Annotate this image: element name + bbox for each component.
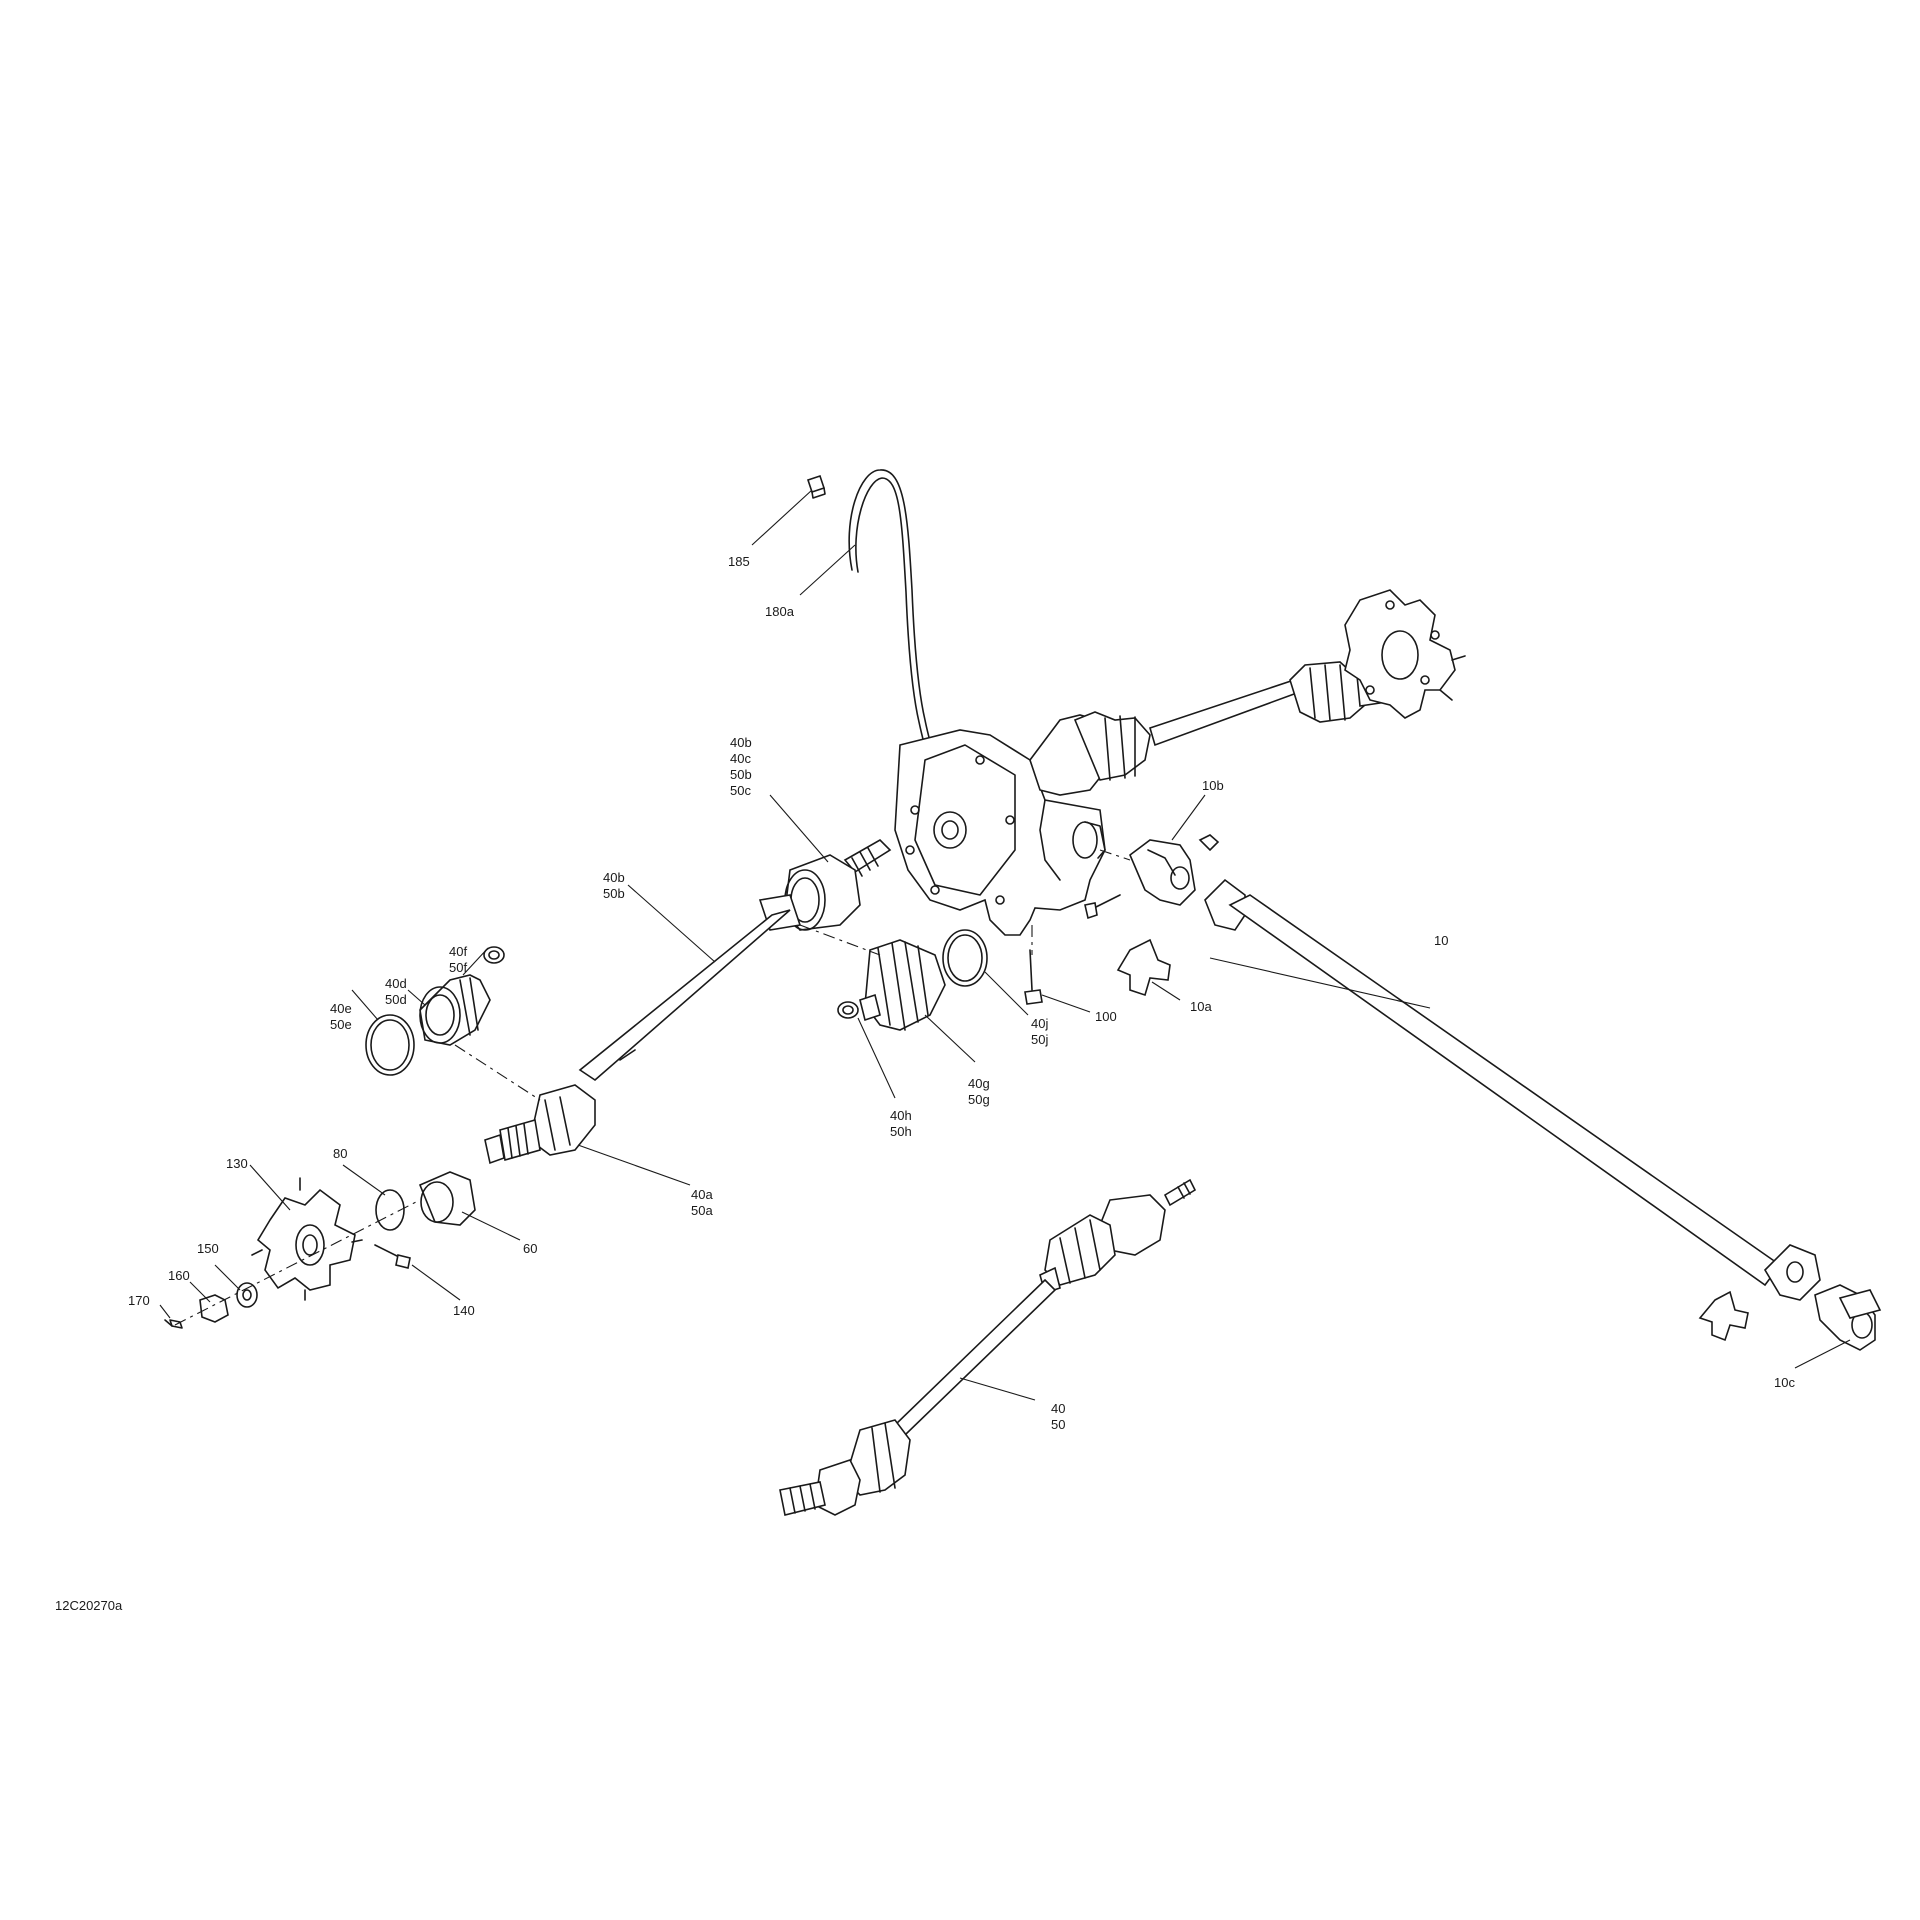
hose-clip-part bbox=[806, 474, 826, 499]
inner-cv-boot-40g bbox=[859, 939, 946, 1031]
callout-10c: 10c bbox=[1774, 1375, 1795, 1390]
callout-50g: 50g bbox=[968, 1092, 990, 1107]
callout-50b: 50b bbox=[730, 767, 752, 782]
callout-10b: 10b bbox=[1202, 778, 1224, 793]
right-wheel-hub bbox=[1344, 589, 1466, 719]
yoke-10b bbox=[1129, 839, 1196, 906]
leader-lines bbox=[159, 489, 1851, 1401]
centerline-propshaft bbox=[1099, 849, 1131, 861]
callout-130: 130 bbox=[226, 1156, 248, 1171]
u-joint-cross-rear bbox=[1698, 1290, 1749, 1342]
outer-cv-boot-40d bbox=[419, 974, 491, 1046]
diagram-code: 12C20270a bbox=[55, 1598, 123, 1613]
centerline-boot-inner bbox=[799, 924, 881, 956]
bearing-60 bbox=[418, 1171, 476, 1226]
callout-50b-shaft: 50b bbox=[603, 886, 625, 901]
left-drive-shaft bbox=[484, 839, 892, 1165]
callout-40h: 40h bbox=[890, 1108, 912, 1123]
callout-100: 100 bbox=[1095, 1009, 1117, 1024]
callout-40j: 40j bbox=[1031, 1016, 1048, 1031]
callout-10: 10 bbox=[1434, 933, 1448, 948]
clamp-40j bbox=[942, 929, 988, 987]
retaining-ring-80 bbox=[375, 1189, 405, 1231]
callout-180a: 180a bbox=[765, 604, 795, 619]
u-joint-cross-10a bbox=[1116, 938, 1171, 997]
callout-140: 140 bbox=[453, 1303, 475, 1318]
callout-80: 80 bbox=[333, 1146, 347, 1161]
bolt-10b bbox=[1198, 834, 1220, 852]
callout-185: 185 bbox=[728, 554, 750, 569]
callout-50f: 50f bbox=[449, 960, 467, 975]
callout-10a: 10a bbox=[1190, 999, 1212, 1014]
callout-40b: 40b bbox=[730, 735, 752, 750]
bolt-100 bbox=[1024, 949, 1043, 1005]
callout-40f: 40f bbox=[449, 944, 467, 959]
callout-170: 170 bbox=[128, 1293, 150, 1308]
wheel-stud-140 bbox=[374, 1244, 411, 1269]
callout-40: 40 bbox=[1051, 1401, 1065, 1416]
callout-50c: 50c bbox=[730, 783, 751, 798]
complete-drive-shaft bbox=[779, 1178, 1197, 1516]
callout-40g: 40g bbox=[968, 1076, 990, 1091]
clamp-40f bbox=[483, 946, 505, 964]
callout-40c: 40c bbox=[730, 751, 751, 766]
callout-50: 50 bbox=[1051, 1417, 1065, 1432]
centerline-hub bbox=[174, 1199, 421, 1326]
bolt-100-upper bbox=[1084, 894, 1121, 920]
callout-40a: 40a bbox=[691, 1187, 713, 1202]
washer-150 bbox=[236, 1282, 258, 1308]
callout-50a: 50a bbox=[691, 1203, 713, 1218]
callout-40d: 40d bbox=[385, 976, 407, 991]
yoke-10c bbox=[1814, 1284, 1882, 1351]
callout-50e: 50e bbox=[330, 1017, 352, 1032]
callout-50h: 50h bbox=[890, 1124, 912, 1139]
cotter-pin-170 bbox=[164, 1319, 183, 1329]
callout-40e: 40e bbox=[330, 1001, 352, 1016]
callout-50d: 50d bbox=[385, 992, 407, 1007]
callout-160: 160 bbox=[168, 1268, 190, 1283]
wheel-hub-130 bbox=[251, 1177, 363, 1301]
callout-50j: 50j bbox=[1031, 1032, 1048, 1047]
clamp-40e bbox=[365, 1014, 415, 1076]
nut-160 bbox=[199, 1294, 229, 1323]
centerline-boot-outer bbox=[454, 1044, 541, 1101]
propeller-shaft bbox=[1204, 878, 1821, 1301]
callout-150: 150 bbox=[197, 1241, 219, 1256]
clamp-40h bbox=[837, 1001, 859, 1019]
callout-40b-shaft: 40b bbox=[603, 870, 625, 885]
callout-60: 60 bbox=[523, 1241, 537, 1256]
